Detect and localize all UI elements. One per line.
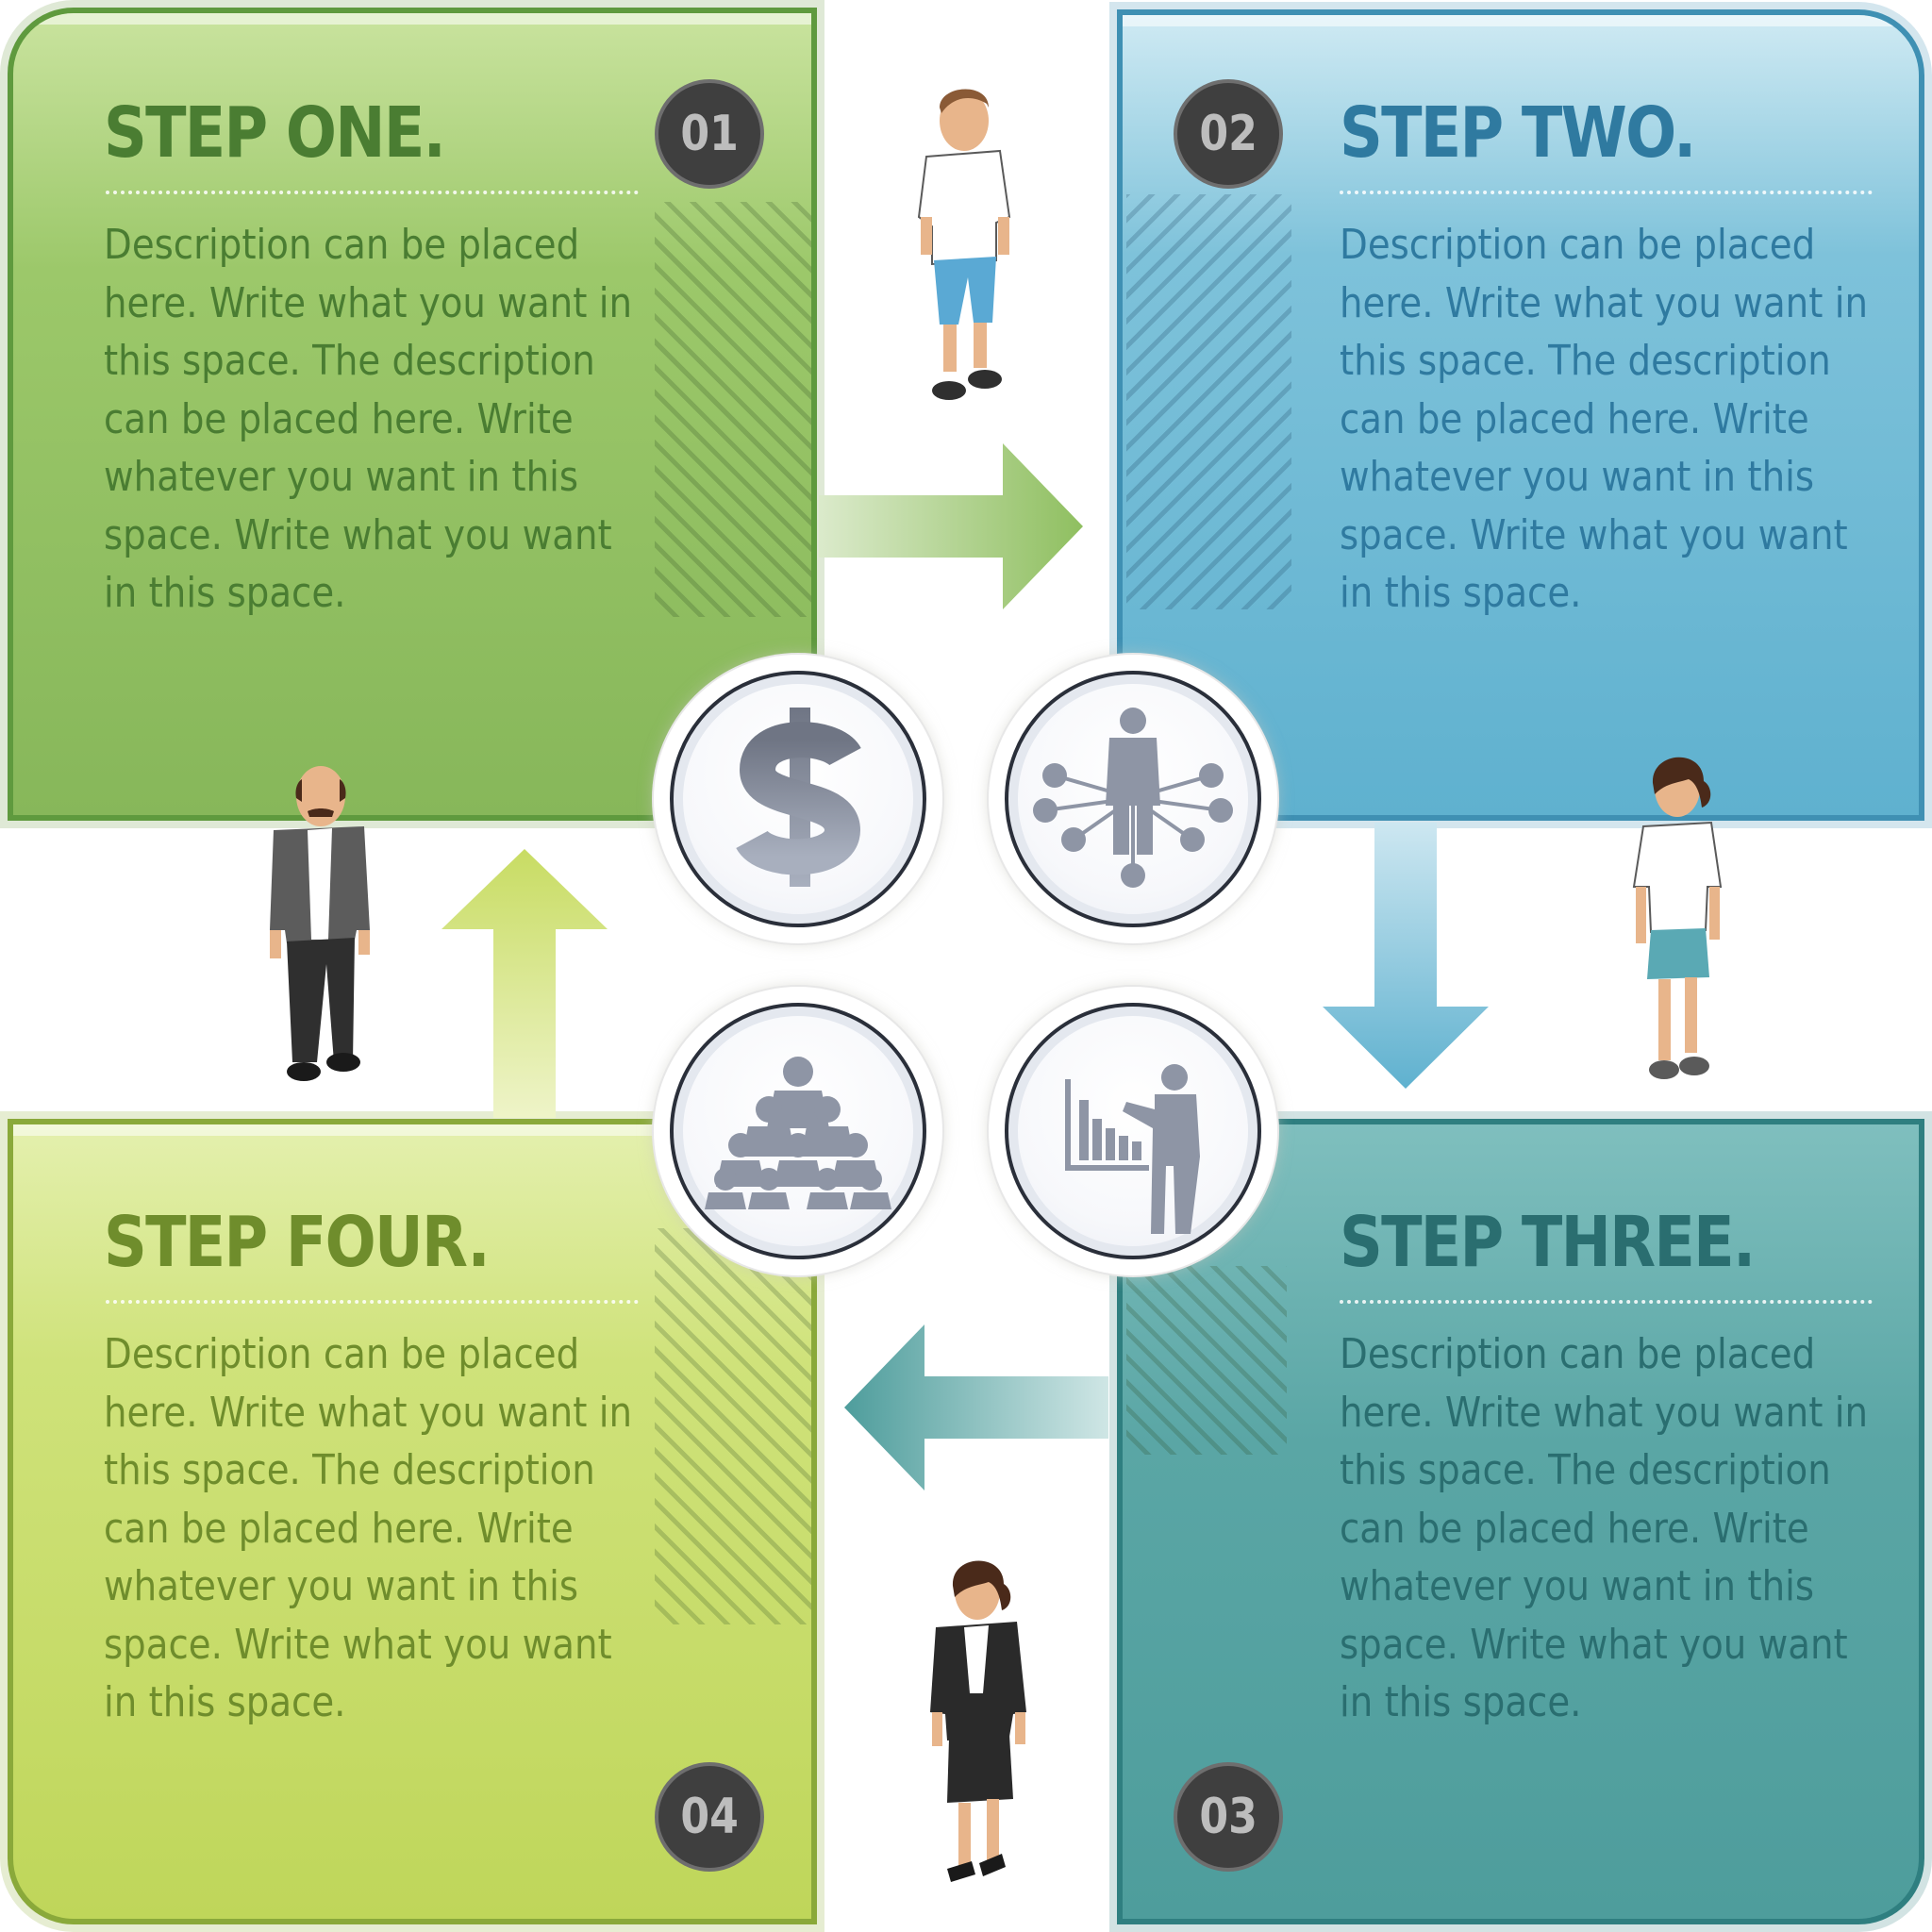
decorative-stripes [655, 202, 811, 617]
divider [1340, 1300, 1873, 1304]
team-circle [654, 987, 942, 1275]
step-three-panel: STEP THREE. Description can be placed he… [1117, 1119, 1924, 1924]
step-four-description: Description can be placed here. Write wh… [104, 1330, 633, 1726]
step-two-description: Description can be placed here. Write wh… [1340, 221, 1869, 617]
man-white-shirt-figure [917, 89, 1011, 400]
presentation-icon [1065, 1064, 1200, 1234]
dollar-circle [654, 655, 942, 943]
arrow-down-icon [1323, 823, 1489, 1089]
team-icon [705, 1057, 891, 1209]
step-three-title: STEP THREE. [1340, 1202, 1756, 1283]
decorative-stripes [1126, 1266, 1287, 1455]
woman-black-suit-figure [930, 1560, 1026, 1882]
divider [106, 191, 639, 194]
divider [1340, 191, 1873, 194]
step-one-panel: STEP ONE. Description can be placed here… [8, 8, 817, 821]
presentation-circle [989, 987, 1277, 1275]
arrow-right-icon [819, 443, 1083, 609]
step-three-description: Description can be placed here. Write wh… [1340, 1330, 1869, 1726]
divider [106, 1300, 639, 1304]
decorative-stripes [655, 1228, 811, 1624]
step-four-title: STEP FOUR. [104, 1202, 491, 1283]
step-two-title: STEP TWO. [1340, 92, 1696, 174]
dollar-icon [736, 708, 861, 887]
step-number-badge: 04 [655, 1762, 764, 1872]
step-one-title: STEP ONE. [104, 92, 446, 174]
step-one-description: Description can be placed here. Write wh… [104, 221, 633, 617]
network-circle [989, 655, 1277, 943]
network-icon [1033, 708, 1233, 888]
step-two-panel: STEP TWO. Description can be placed here… [1117, 9, 1924, 821]
arrow-up-icon [441, 849, 608, 1118]
step-four-panel: STEP FOUR. Description can be placed her… [8, 1119, 817, 1924]
step-number-badge: 02 [1174, 79, 1283, 189]
man-gray-jacket-figure [270, 766, 370, 1081]
step-number-badge: 03 [1174, 1762, 1283, 1872]
woman-white-top-figure [1632, 757, 1723, 1079]
decorative-stripes [1126, 194, 1291, 609]
arrow-left-icon [844, 1324, 1108, 1491]
step-number-badge: 01 [655, 79, 764, 189]
